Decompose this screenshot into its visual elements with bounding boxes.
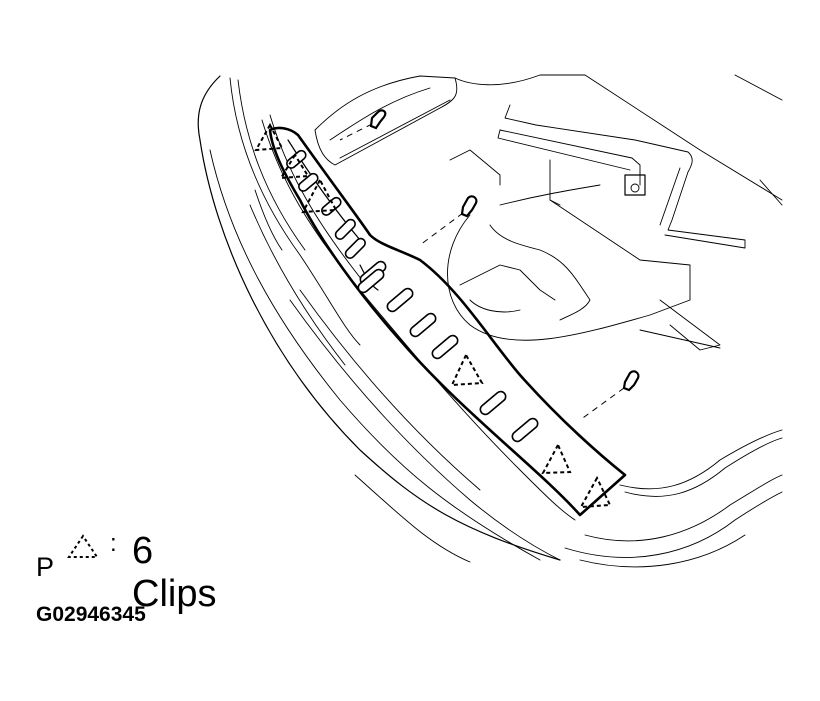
clip-count-label: 6 Clips — [132, 530, 217, 615]
legend-separator: : — [110, 530, 117, 557]
screw-icon — [339, 109, 387, 141]
clip-icon — [579, 475, 612, 509]
scuff-plate — [268, 126, 627, 517]
spare-tire-well — [447, 149, 721, 351]
clip-icon — [279, 153, 310, 180]
screw-icon — [579, 370, 640, 421]
screw-icon — [419, 195, 478, 246]
clip-icon — [301, 177, 338, 214]
clip-icon — [254, 122, 284, 152]
rear-bumper-outline — [197, 75, 561, 563]
clip-icon — [541, 442, 572, 475]
clip-markers — [254, 122, 612, 509]
position-marker: P — [36, 552, 55, 582]
trunk-floor-edges — [564, 429, 783, 568]
figure-id: G02946345 — [36, 603, 146, 626]
screws — [339, 109, 640, 421]
jack-handle — [497, 104, 746, 249]
upper-trim — [314, 74, 783, 206]
clip-icon — [450, 352, 484, 387]
sill-lines — [261, 114, 576, 561]
dashed-triangle-clip-icon — [67, 534, 99, 558]
